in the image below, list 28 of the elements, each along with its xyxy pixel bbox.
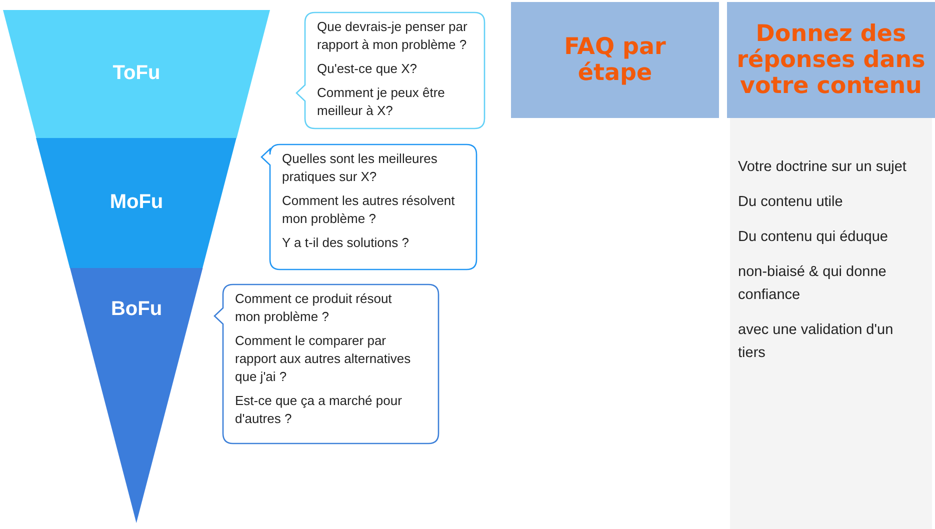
question-text: Y a t-il des solutions ? bbox=[282, 234, 410, 252]
answer-text: Du contenu utile bbox=[738, 193, 844, 212]
speech-bubble bbox=[261, 144, 477, 270]
stage-label: ToFu bbox=[112, 62, 162, 85]
question-text: Comment ce produit résout mon problème ? bbox=[235, 290, 393, 326]
answer-panel bbox=[730, 118, 932, 529]
question-text: Que devrais-je penser par rapport à mon problème ? bbox=[317, 18, 468, 54]
column-header bbox=[511, 2, 719, 118]
header-title: FAQ par étape bbox=[563, 34, 667, 86]
answer-text: non-biaisé & qui donne confiance bbox=[738, 263, 888, 305]
answer-text: avec une validation d'un tiers bbox=[738, 321, 894, 363]
funnel-band bbox=[70, 268, 203, 523]
stage-label: MoFu bbox=[108, 191, 164, 214]
stage-label: BoFu bbox=[110, 298, 164, 321]
question-text: Comment le comparer par rapport aux autres alternatives que j'ai ? bbox=[235, 332, 412, 386]
question-text: Est-ce que ça a marché pour d'autres ? bbox=[235, 392, 403, 428]
speech-bubble bbox=[296, 12, 485, 129]
question-text: Comment les autres résolvent mon problème ? bbox=[282, 192, 456, 228]
question-text: Quelles sont les meilleures pratiques sur X? bbox=[282, 150, 438, 186]
question-text: Qu'est-ce que X? bbox=[317, 60, 418, 78]
funnel-band bbox=[36, 138, 237, 268]
funnel-band bbox=[3, 10, 270, 138]
header-title: Donnez des réponses dans votre contenu bbox=[736, 21, 926, 99]
answer-text: Votre doctrine sur un sujet bbox=[738, 158, 908, 177]
answer-text: Du contenu qui éduque bbox=[738, 228, 889, 247]
speech-bubble bbox=[214, 284, 439, 444]
column-header bbox=[727, 2, 935, 118]
question-text: Comment je peux être meilleur à X? bbox=[317, 84, 446, 120]
